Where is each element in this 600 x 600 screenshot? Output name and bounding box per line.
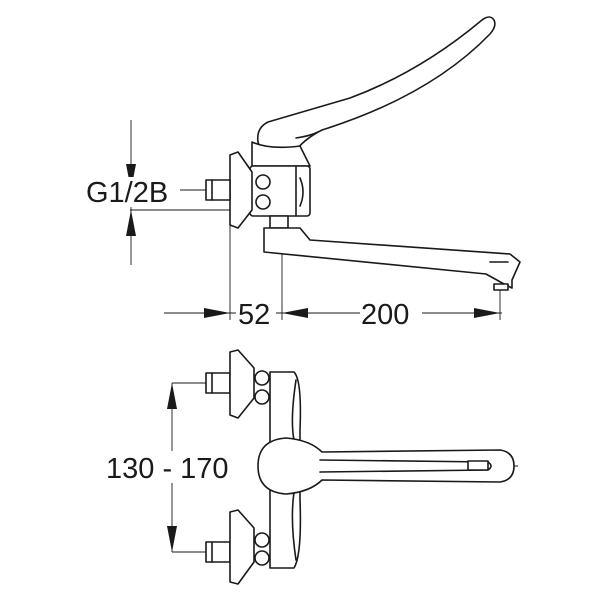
inlet-pipe: [205, 179, 231, 201]
horizontal-dimension: 52 200: [164, 298, 502, 331]
nut-top: [255, 174, 271, 190]
top-connector: [205, 349, 270, 419]
spout-reach-label: 200: [361, 299, 409, 331]
thread-label: G1/2B: [86, 177, 168, 209]
side-view: G1/2B 52 200: [86, 16, 521, 331]
spout: [263, 227, 521, 289]
bottom-connector: [205, 509, 270, 585]
front-lever: [257, 437, 515, 495]
wall-flange: [229, 151, 253, 229]
center-distance-label: 130 - 170: [106, 453, 229, 485]
cartridge-cap: [251, 141, 311, 167]
nut-bottom: [255, 194, 271, 210]
spout-collar: [269, 215, 289, 229]
aerator: [493, 283, 509, 291]
thread-dimension: G1/2B: [86, 120, 180, 265]
front-view: 130 - 170: [105, 349, 518, 585]
wall-offset-label: 52: [238, 299, 270, 331]
center-distance-dimension: 130 - 170: [105, 383, 251, 552]
lever-handle: [256, 16, 496, 151]
